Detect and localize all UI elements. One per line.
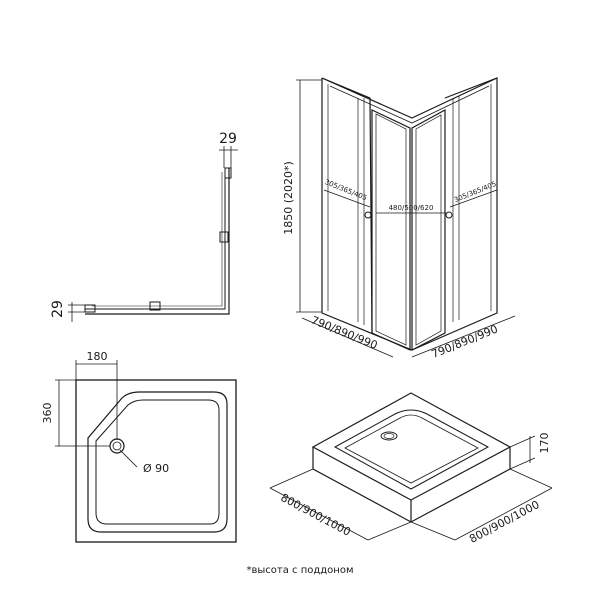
dim-tray-left-ext-b: [367, 521, 412, 541]
enclosure-handle-left: [364, 211, 372, 219]
enclosure-right-sliding-door: [411, 108, 446, 351]
dim-170-ext-b: [509, 457, 536, 470]
dim-label-tray-right: 800/900/1000: [467, 498, 541, 546]
tray-iso-basin: [333, 409, 490, 490]
tray-plan-drain: [109, 438, 125, 454]
dim-label-360: 360: [41, 403, 54, 424]
tray-iso-drain: [380, 431, 398, 441]
dim-label-door-left: 305/365/405: [323, 178, 368, 202]
enclosure-handle-right: [445, 211, 453, 219]
enclosure-left-sliding-door: [371, 109, 411, 351]
dim-label-width-right: 790/890/990: [430, 323, 500, 361]
top-view-glass-line: [92, 172, 223, 307]
top-view-wall-profile-horizontal: [84, 304, 96, 313]
dim-width-left-line: [301, 317, 394, 358]
top-view-outer-profile: [85, 168, 230, 315]
dim-label-top-29: 29: [219, 131, 237, 147]
enclosure-left-door-glass: [375, 113, 407, 346]
tray-plan: Ø 90 180 360: [41, 350, 237, 543]
enclosure-right-fixed-panel: [411, 77, 498, 351]
dim-label-170: 170: [538, 433, 551, 454]
dim-tray-right-line: [454, 487, 553, 541]
dim-width-right-line: [411, 315, 516, 358]
dim-tray-right-ext-b: [509, 468, 553, 489]
dim-door-right: [449, 189, 498, 208]
tray-iso-basin-inner: [344, 414, 479, 484]
tray-plan-outer: [75, 379, 237, 543]
enclosure-right-door-glass: [415, 114, 442, 346]
dim-label-180: 180: [87, 350, 108, 363]
enclosure-top-rail: [321, 77, 498, 119]
tray-plan-basin-inner: [95, 399, 220, 525]
tray-plan-drain-inner: [112, 441, 122, 451]
top-view: 29 29: [50, 131, 238, 322]
top-view-handle-vertical: [219, 231, 229, 243]
enclosure-iso: 305/365/405 480/500/620 305/365/405 1850…: [282, 77, 516, 361]
dim-tray-left-ext-a: [269, 468, 314, 489]
top-view-inner-profile: [85, 168, 226, 310]
tray-iso: 170 800/900/1000 800/900/1000: [269, 392, 553, 546]
dim-label-tray-left: 800/900/1000: [278, 491, 352, 539]
dim-label-drain: Ø 90: [143, 462, 169, 475]
dim-label-height: 1850 (2020*): [282, 161, 295, 235]
footnote: *высота с поддоном: [246, 565, 354, 576]
enclosure-top-rail-inner: [329, 85, 490, 124]
dim-label-left-29: 29: [50, 300, 66, 318]
top-view-wall-profile-vertical: [224, 167, 232, 179]
dim-tray-left-line: [269, 487, 369, 541]
enclosure-left-fixed-panel: [321, 77, 373, 334]
dim-170-ext-a: [509, 435, 536, 448]
tray-iso-top: [311, 392, 512, 501]
dim-label-door-center: 480/500/620: [389, 204, 434, 212]
tray-iso-drain-inner: [383, 433, 395, 439]
top-view-handle-horizontal: [149, 301, 161, 311]
dim-door-left: [323, 189, 371, 208]
drain-leader: [119, 449, 138, 468]
tray-plan-basin-outer: [87, 391, 228, 533]
enclosure-left-bottom: [321, 78, 413, 351]
dim-tray-right-ext-a: [410, 521, 456, 541]
